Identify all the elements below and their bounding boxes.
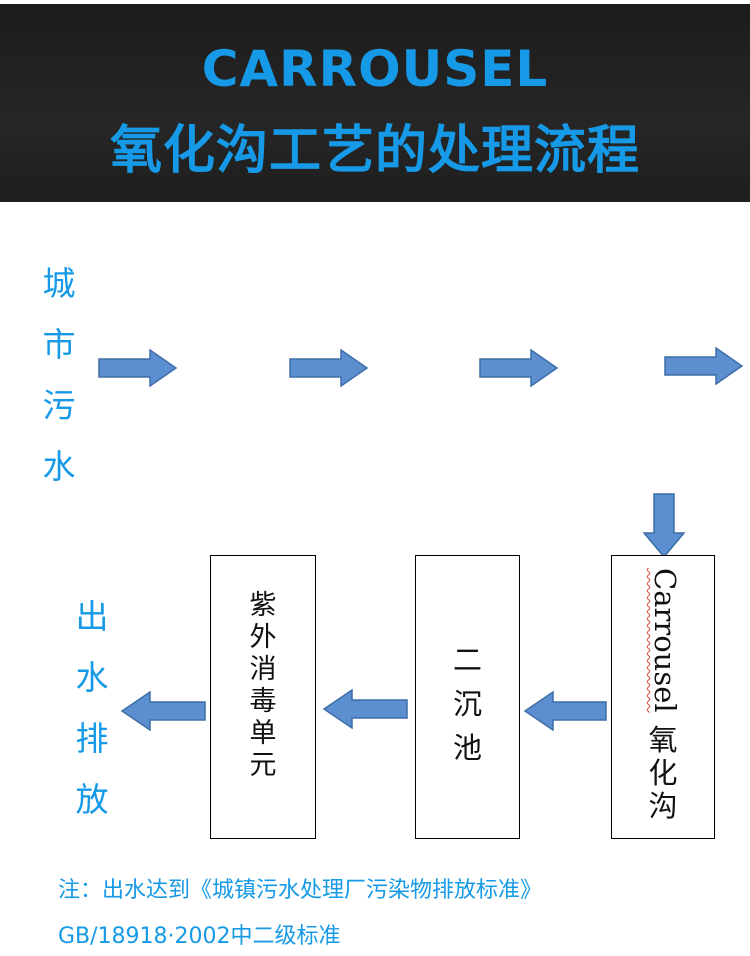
outflow-char: 放 [75, 780, 109, 819]
outflow-char: 排 [75, 719, 109, 758]
outflow-label: 出 水 排 放 [72, 586, 112, 830]
note-line-1: 注：出水达到《城镇污水处理厂污染物排放标准》 [58, 878, 543, 903]
uv-box-char: 消 [249, 654, 277, 685]
clarifier-box-char: 池 [452, 731, 482, 765]
inflow-char: 市 [42, 325, 76, 364]
outflow-char: 出 [75, 597, 109, 636]
flow-arrow-down [642, 493, 686, 559]
uv-box-char: 元 [249, 750, 277, 781]
title-english: CARROUSEL [201, 40, 549, 98]
flow-arrow-right-4 [664, 347, 744, 385]
inflow-char: 污 [42, 386, 76, 425]
outflow-char: 水 [75, 658, 109, 697]
carrousel-ditch-box: Carrousel 氧 化 沟 [611, 555, 715, 839]
flow-arrow-left-2 [322, 689, 408, 729]
clarifier-box-char: 二 [452, 643, 482, 677]
inflow-char: 城 [42, 264, 76, 303]
uv-box-char: 紫 [249, 590, 277, 621]
carrousel-box-char: 氧 [648, 723, 678, 757]
flow-arrow-right-1 [98, 349, 178, 387]
carrousel-box-char: 化 [648, 756, 678, 790]
uv-disinfection-box: 紫 外 消 毒 单 元 [210, 555, 316, 839]
uv-box-char: 单 [249, 718, 277, 749]
inflow-char: 水 [42, 447, 76, 486]
note-line-2: GB/18918·2002中二级标准 [58, 924, 341, 949]
flow-arrow-right-2 [289, 349, 369, 387]
flow-arrow-left-3 [120, 691, 206, 731]
uv-box-char: 毒 [249, 686, 277, 717]
flow-arrow-left-1 [523, 691, 607, 731]
inflow-label: 城 市 污 水 [39, 253, 79, 497]
header-banner: CARROUSEL 氧化沟工艺的处理流程 [0, 0, 750, 202]
uv-box-char: 外 [249, 622, 277, 653]
carrousel-label-en: Carrousel [648, 568, 682, 713]
title-chinese: 氧化沟工艺的处理流程 [109, 121, 640, 181]
flow-arrow-right-3 [479, 349, 559, 387]
secondary-clarifier-box: 二 沉 池 [415, 555, 520, 839]
carrousel-box-char: 沟 [648, 789, 678, 823]
clarifier-box-char: 沉 [452, 687, 482, 721]
